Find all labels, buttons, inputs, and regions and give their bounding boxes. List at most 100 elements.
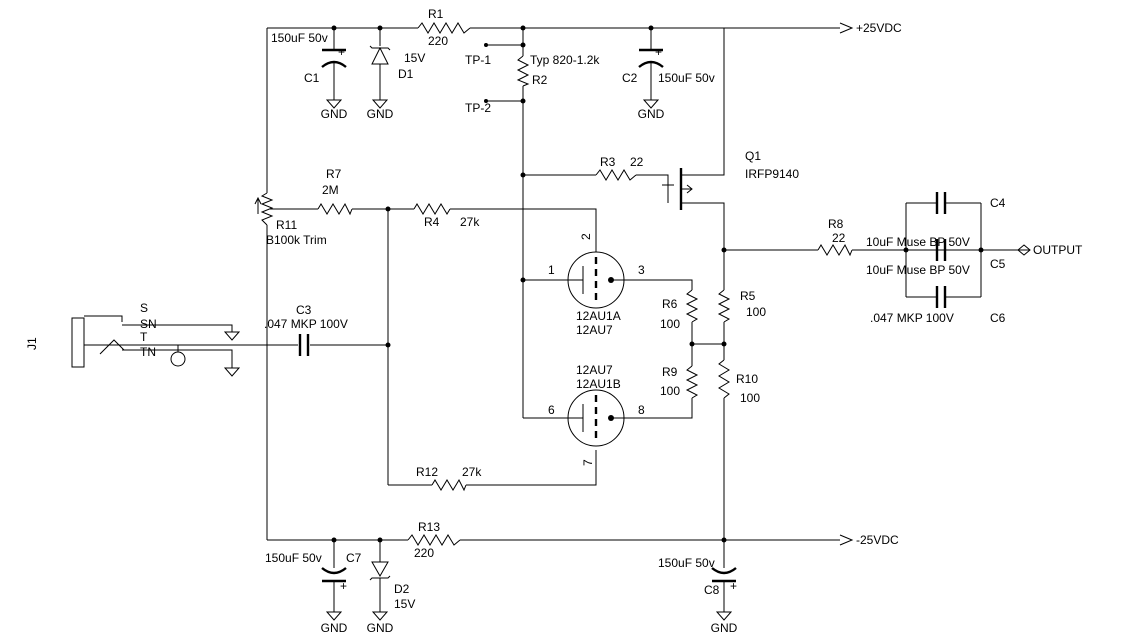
r5-value: 100 (746, 305, 766, 319)
pos-rail-arrow-icon (839, 22, 854, 34)
c8-plus: + (730, 579, 737, 593)
tube-b-grid-pin: 7 (581, 459, 595, 466)
d1-zener (369, 45, 391, 65)
gnd-icon (371, 99, 389, 109)
gnd-label: GND (321, 107, 348, 121)
diodes (369, 45, 391, 581)
tp2-label: TP-2 (465, 101, 491, 115)
r13-value: 220 (414, 546, 434, 560)
gnd-label: GND (321, 621, 348, 635)
r4-ref: R4 (424, 215, 440, 229)
r7-resistor (317, 202, 353, 216)
c4-value: 10uF Muse BP 50V (866, 235, 970, 249)
c2-ref: C2 (622, 71, 638, 85)
gnd-icon (715, 611, 733, 621)
r8-value: 22 (832, 231, 846, 245)
output-arrow-icon (1017, 244, 1031, 256)
r9-ref: R9 (662, 365, 678, 379)
c6-ref: C6 (990, 311, 1006, 325)
c2-plus: + (655, 45, 662, 59)
r2-resistor (516, 55, 530, 87)
tube-b-12au1b (567, 389, 625, 447)
tp1-pad (484, 43, 488, 47)
output-label: OUTPUT (1033, 243, 1083, 257)
c4-capacitor (935, 192, 947, 214)
d2-ref: D2 (394, 582, 410, 596)
d2-zener (369, 561, 391, 581)
c2-value: 150uF 50v (658, 71, 715, 85)
jack-pin-tn: TN (140, 345, 156, 359)
c3-value: .047 MKP 100V (264, 317, 348, 331)
c6-value: .047 MKP 100V (870, 311, 954, 325)
r9-value: 100 (660, 384, 680, 398)
q1-mosfet (662, 168, 695, 210)
r3-ref: R3 (600, 155, 616, 169)
r1-resistor (417, 22, 471, 34)
r11-wiper-arrow (254, 196, 276, 214)
r9-resistor (685, 365, 699, 399)
c8-ref: C8 (704, 583, 720, 597)
c2-capacitor (638, 48, 664, 68)
r12-value: 27k (462, 465, 482, 479)
neg-rail-label: -25VDC (856, 533, 899, 547)
c1-ref: C1 (304, 71, 320, 85)
wires (71, 27, 1030, 612)
ground-symbols (223, 99, 733, 621)
rail-arrows (839, 22, 1031, 546)
tp2-pad (484, 99, 488, 103)
c1-capacitor (321, 48, 347, 68)
d1-value: 15V (404, 51, 425, 65)
r7-ref: R7 (326, 167, 342, 181)
tube-b-anode-pin: 6 (548, 403, 555, 417)
gnd-label: GND (638, 107, 665, 121)
q1-ref: Q1 (745, 149, 761, 163)
r12-resistor (431, 478, 467, 492)
tube-a-name: 12AU1A (576, 309, 621, 323)
r11-trim-pot (260, 192, 274, 226)
gnd-icon (642, 99, 660, 109)
tube-a-12au1a (567, 251, 625, 309)
r1-ref: R1 (428, 7, 444, 21)
gnd-icon (325, 99, 343, 109)
tube-a-anode-pin: 1 (548, 263, 555, 277)
r7-value: 2M (322, 183, 339, 197)
r10-ref: R10 (736, 372, 758, 386)
j1-ref: J1 (25, 337, 39, 350)
tp1-label: TP-1 (465, 53, 491, 67)
junctions (331, 25, 984, 543)
r2-value: Typ 820-1.2k (530, 53, 600, 67)
c8-value: 150uF 50v (658, 556, 715, 570)
r13-resistor (407, 534, 461, 546)
tube-a-grid-pin: 2 (579, 233, 593, 240)
tube-b-name: 12AU1B (576, 377, 621, 391)
c3-capacitor (298, 334, 310, 356)
r3-value: 22 (630, 155, 644, 169)
r10-value: 100 (740, 391, 760, 405)
gnd-label: GND (367, 107, 394, 121)
jack-pin-t: T (140, 330, 148, 344)
tube-a-cathode-pin: 3 (638, 263, 645, 277)
d2-value: 15V (394, 597, 415, 611)
capacitors (298, 48, 947, 583)
c5-ref: C5 (990, 257, 1006, 271)
c5-value: 10uF Muse BP 50V (866, 263, 970, 277)
r1-value: 220 (428, 34, 448, 48)
j1-tip-ring (170, 351, 186, 367)
r13-ref: R13 (418, 520, 440, 534)
c6-capacitor (935, 286, 947, 308)
gnd-icon (223, 367, 241, 377)
r8-ref: R8 (828, 217, 844, 231)
r10-resistor (718, 359, 730, 399)
jack-pin-s: S (140, 301, 148, 315)
jack-pin-sn: SN (140, 317, 157, 331)
gnd-icon (371, 611, 389, 621)
gnd-label: GND (711, 621, 738, 635)
labels: +25VDC -25VDC OUTPUT R1 220 150uF 50v C1… (25, 7, 1083, 635)
c1-value: 150uF 50v (271, 31, 328, 45)
tube-a-type: 12AU7 (576, 323, 613, 337)
q1-value: IRFP9140 (745, 167, 799, 181)
r4-resistor (413, 203, 451, 215)
r6-ref: R6 (662, 297, 678, 311)
c7-plus: + (340, 579, 347, 593)
